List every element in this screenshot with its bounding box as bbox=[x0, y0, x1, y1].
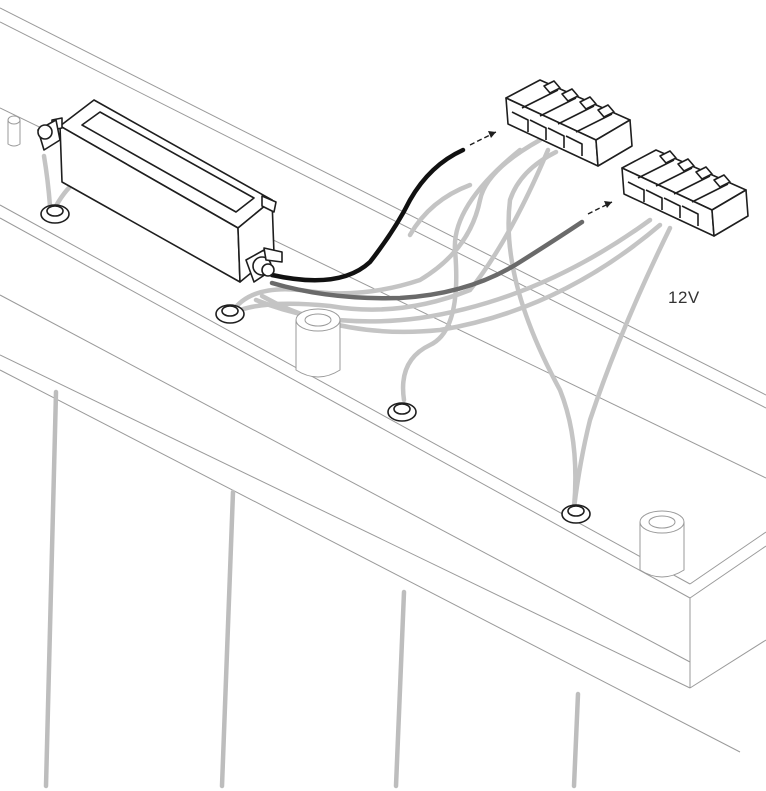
led-cables bbox=[41, 137, 673, 511]
output-cable-negative bbox=[269, 219, 585, 301]
post-cap bbox=[295, 308, 341, 378]
grommet bbox=[387, 402, 417, 422]
grommet bbox=[215, 304, 245, 324]
grommet bbox=[561, 504, 591, 524]
post-cap bbox=[639, 510, 685, 578]
connector-block-2 bbox=[621, 149, 749, 237]
arrow-head-icon bbox=[488, 131, 496, 138]
post-cap bbox=[7, 115, 21, 147]
vertical-slats bbox=[43, 389, 581, 789]
voltage-label: 12V bbox=[668, 288, 700, 307]
cable-grommets bbox=[40, 204, 591, 524]
grommet bbox=[40, 204, 70, 224]
connector-block-1 bbox=[505, 79, 633, 167]
driver-output-cables bbox=[269, 147, 585, 301]
post-caps bbox=[7, 115, 685, 578]
insert-arrows bbox=[469, 131, 613, 215]
cable-gland-left bbox=[37, 119, 61, 151]
output-cable-positive bbox=[269, 147, 466, 283]
arrow-head-icon bbox=[604, 201, 612, 208]
cable-gland-right bbox=[245, 247, 283, 283]
led-driver bbox=[37, 99, 283, 283]
